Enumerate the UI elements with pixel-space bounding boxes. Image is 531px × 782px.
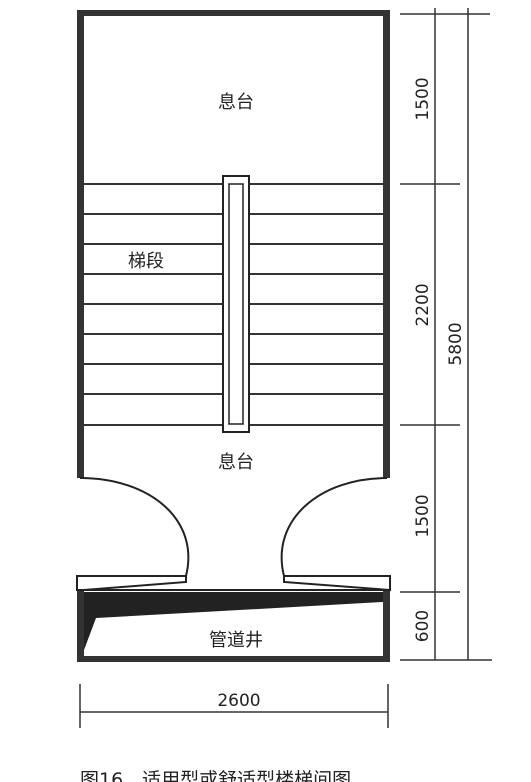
duct-shaft-label: 管道井 [209,630,263,651]
bottom-wall [77,656,390,662]
shaft-partition-left [76,575,187,591]
dim-segment-4: 600 [413,610,433,642]
duct-shaft-fill [84,592,383,650]
shaft-partition-right [283,575,391,592]
figure-caption: 图16 适用型或舒适型楼梯间图 [80,769,351,782]
outer-walls [77,10,390,662]
dim-segment-2: 2200 [413,283,433,326]
left-door-arc [79,477,190,577]
top-landing-label: 息台 [218,92,254,113]
bottom-landing-label: 息台 [218,452,254,473]
right-wall-upper [383,10,390,478]
left-wall-upper [77,10,84,478]
dim-segment-1: 1500 [413,77,433,120]
dim-segment-3: 1500 [413,494,433,537]
width-dimension [79,684,389,728]
right-wall-lower [383,576,390,662]
top-wall [77,10,390,16]
stair-flight-label: 梯段 [128,251,164,272]
vertical-dimensions [400,8,492,661]
door-swings [79,477,388,577]
dim-total: 5800 [446,322,466,365]
right-door-arc [280,477,388,577]
handrail-inner [228,183,244,425]
left-wall-lower [77,576,84,662]
dim-width: 2600 [217,691,260,711]
